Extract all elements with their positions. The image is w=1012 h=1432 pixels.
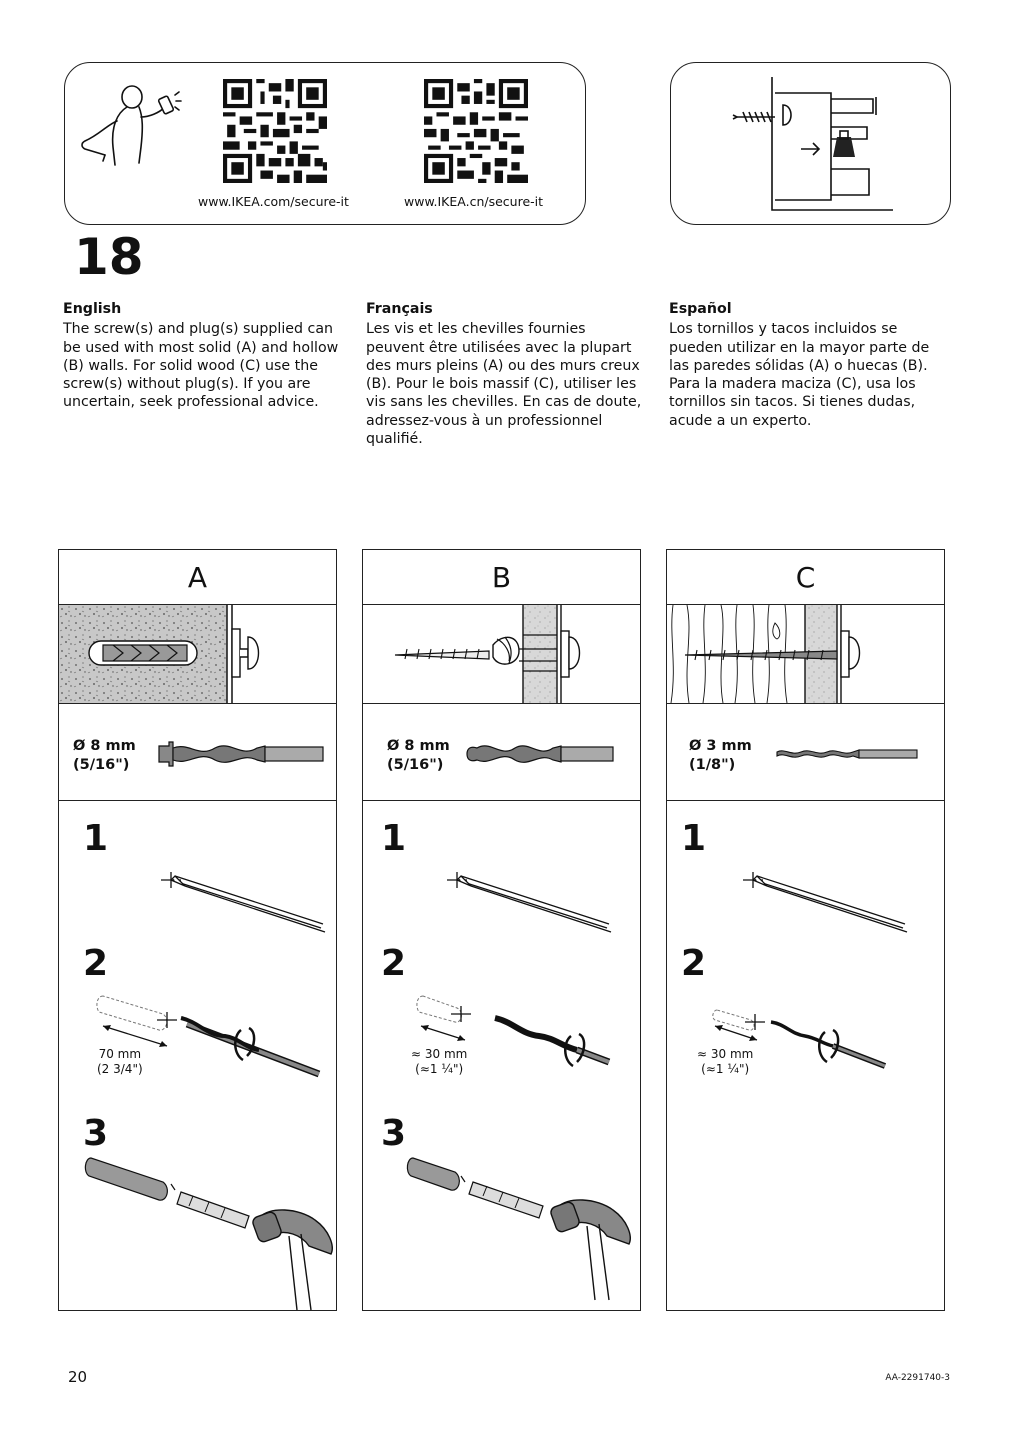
pencil-mark-icon [160,871,326,933]
instructions-spanish: Español Los tornillos y tacos incluidos … [669,300,951,430]
masonry-drill-bit-icon [158,741,324,767]
language-heading: Español [669,301,732,317]
drill-size-inch: (5/16") [73,757,130,773]
secure-it-box: www.IKEA.com/secure-it www.IKEA.cn/secur… [64,62,586,225]
panel-solid-wood: C Ø 3 mm (1/8") 1 [666,549,945,1311]
page-number: 20 [68,1368,88,1386]
drill-hole-depth-illustration [96,995,321,1078]
drill-spec: Ø 8 mm (5/16") [363,704,640,801]
drill-size-label: Ø 8 mm (5/16") [387,737,450,775]
step-3-label: 3 [83,1113,109,1154]
panel-label: C [667,550,944,605]
drill-depth-mm: 70 mm [98,1047,142,1061]
drill-depth-inch: (≈1 ¼") [415,1062,464,1076]
drill-size-mm: Ø 3 mm [689,738,752,754]
language-heading: English [63,301,122,317]
drill-depth-inch: (2 3/4") [97,1062,143,1076]
panel-label: A [59,550,336,605]
panel-hollow-wall: B Ø 8 mm (5/16") 1 2 [362,549,641,1311]
drill-depth-label: ≈ 30 mm (≈1 ¼") [411,1047,467,1077]
instructions-french: Français Les vis et les chevilles fourni… [366,300,648,448]
step-3-label: 3 [381,1113,407,1154]
drill-depth-mm: ≈ 30 mm [697,1047,754,1061]
qr-code-icon [424,79,528,183]
wall-illustration [667,604,944,704]
instruction-text: The screw(s) and plug(s) supplied can be… [63,321,339,411]
instruction-text: Los tornillos y tacos incluidos se puede… [669,321,930,429]
step-1-label: 1 [381,818,407,859]
drill-size-mm: Ø 8 mm [387,738,450,754]
drill-bit-icon [466,745,614,763]
instructions-english: English The screw(s) and plug(s) supplie… [63,300,345,412]
drill-spec: Ø 8 mm (5/16") [59,704,336,801]
instruction-text: Les vis et les chevilles fournies peuven… [366,321,642,448]
hammer-plug-illustration [84,1157,333,1311]
step-2-label: 2 [83,943,109,984]
step-2-label: 2 [681,943,707,984]
drill-depth-label: 70 mm (2 3/4") [97,1047,143,1077]
drill-depth-inch: (≈1 ¼") [701,1062,750,1076]
step-1-label: 1 [681,818,707,859]
drill-depth-mm: ≈ 30 mm [411,1047,468,1061]
document-code: AA-2291740-3 [885,1373,950,1383]
pencil-mark-icon [446,871,612,933]
step-number: 18 [74,228,144,286]
solid-wood-screw-illustration [667,604,861,704]
step-1-label: 1 [83,818,109,859]
wall-illustration [363,605,640,704]
hammer-plug-illustration [406,1157,631,1301]
panel-label: B [363,550,640,605]
drill-hole-depth-illustration [416,995,611,1068]
drill-size-mm: Ø 8 mm [73,738,136,754]
wall-anchor-illustration-box [670,62,951,225]
drill-hole-depth-illustration [712,1009,887,1069]
person-with-phone-icon [81,85,182,166]
panel-solid-wall: A Ø 8 mm (5/16") 1 2 [58,549,337,1311]
qr-url-cn[interactable]: www.IKEA.cn/secure-it [404,194,544,209]
wall-anchor-illustration [732,77,893,211]
solid-wall-plug-illustration [59,605,260,703]
wall-illustration [59,605,336,704]
step-2-label: 2 [381,943,407,984]
qr-url-com[interactable]: www.IKEA.com/secure-it [198,194,349,209]
hollow-wall-plug-illustration [394,605,581,703]
drill-size-inch: (5/16") [387,757,444,773]
drill-spec: Ø 3 mm (1/8") [667,704,944,801]
thin-drill-bit-icon [776,749,918,759]
drill-size-label: Ø 3 mm (1/8") [689,737,752,775]
language-heading: Français [366,301,433,317]
drill-size-inch: (1/8") [689,757,736,773]
drill-depth-label: ≈ 30 mm (≈1 ¼") [697,1047,753,1077]
drill-size-label: Ø 8 mm (5/16") [73,737,136,775]
qr-code-icon [223,79,327,183]
pencil-mark-icon [742,871,908,933]
